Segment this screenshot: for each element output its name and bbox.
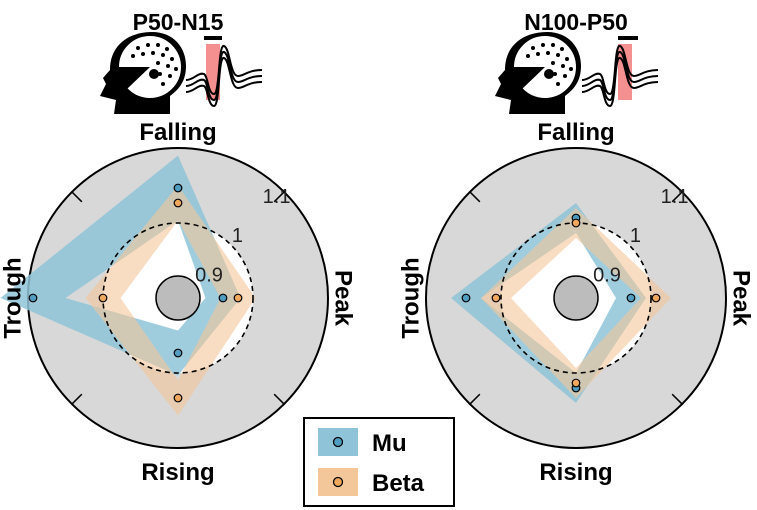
axis-label-peak: Peak [330,270,357,327]
legend-marker-beta [332,476,344,488]
axis-label-rising: Rising [141,459,214,486]
radial-tick-label: 0.9 [195,265,223,287]
axis-label-falling: Falling [537,119,614,146]
radial-tick-label: 1 [630,225,641,247]
outer-tick [273,393,285,405]
data-point-beta [173,393,183,403]
data-point-mu [173,348,183,358]
radial-tick-label: 1 [232,225,243,247]
panel-title: P50-N15 [133,9,224,35]
data-point-mu [218,293,228,303]
head-electrode-icon [100,32,186,114]
head-electrode-icon [495,32,581,114]
radial-tick-label: 0.9 [593,265,621,287]
data-point-beta [571,378,581,388]
radial-tick-label: 1.1 [263,186,291,208]
axis-label-rising: Rising [539,459,612,486]
data-point-beta [571,218,581,228]
data-point-beta [651,293,661,303]
axis-label-peak: Peak [728,270,755,327]
series-band-beta [85,185,256,416]
legend-label-mu: Mu [372,430,407,457]
data-point-mu [461,293,471,303]
data-point-beta [173,198,183,208]
center-disk [155,275,201,321]
outer-tick [671,393,683,405]
outer-tick [71,393,83,405]
data-point-beta [491,293,501,303]
data-point-mu [28,293,38,303]
data-point-beta [233,293,243,303]
series-band-beta [481,208,671,398]
radial-tick-label: 1.1 [661,186,689,208]
legend-label-beta: Beta [372,470,425,497]
outer-tick [671,191,683,203]
legend: Mu Beta [303,417,455,507]
data-point-mu [626,293,636,303]
outer-tick [71,191,83,203]
outer-tick [469,191,481,203]
outer-tick [469,393,481,405]
waveform-icon [185,36,263,108]
axis-label-falling: Falling [139,119,216,146]
panel-title: N100-P50 [524,9,628,35]
center-disk [553,275,599,321]
axis-label-trough: Trough [0,257,26,338]
data-point-mu [173,183,183,193]
legend-marker-mu [332,436,344,448]
axis-label-trough: Trough [397,257,424,338]
data-point-beta [98,293,108,303]
waveform-icon [581,36,659,108]
outer-tick [273,191,285,203]
